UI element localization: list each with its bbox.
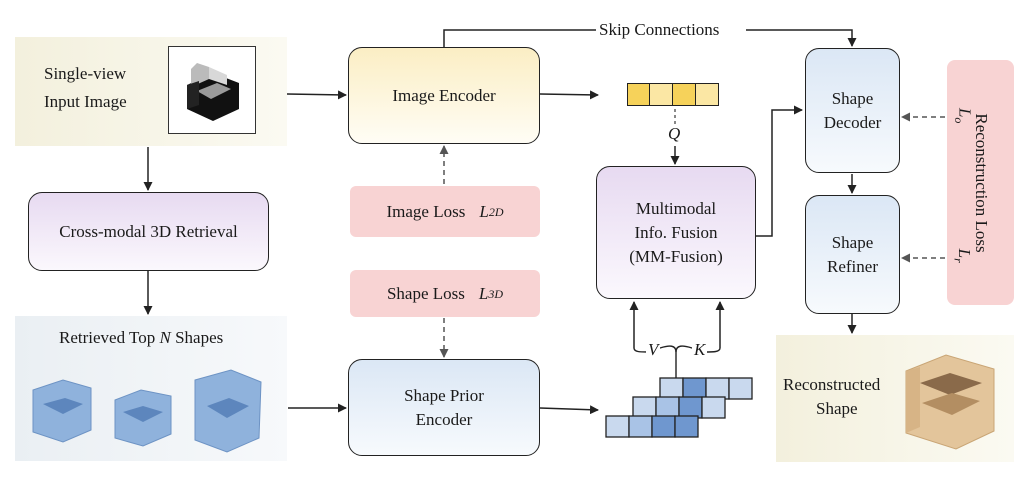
refiner-line1: Shape [831, 232, 874, 252]
shape-refiner-box: Shape Refiner [805, 195, 900, 314]
input-image-panel: Single-view Input Image [15, 37, 287, 146]
reconstruction-loss-box: Reconstruction Loss Lo Lr [947, 60, 1014, 305]
armchair-icon [187, 63, 239, 121]
image-loss-label: Image Loss [386, 201, 466, 221]
shape-loss-label: Shape Loss [386, 283, 465, 303]
v-label: V [646, 340, 661, 360]
retrieved-shapes-panel: Retrieved Top N Shapes [15, 316, 287, 461]
k-label: K [692, 340, 708, 360]
query-token [650, 83, 673, 106]
mm-fusion-box: Multimodal Info. Fusion (MM-Fusion) [596, 166, 756, 299]
decoder-line2: Decoder [823, 112, 882, 132]
retrieved-n: N [159, 328, 171, 347]
lr-symbol: Lr [950, 249, 973, 263]
input-image [168, 46, 256, 134]
reconstructed-line2: Shape [816, 399, 858, 418]
input-label-line1: Single-view [44, 64, 127, 83]
retrieved-label: Retrieved Top N Shapes [59, 328, 223, 348]
image-loss-sub: 2D [488, 204, 504, 219]
query-token [627, 83, 650, 106]
shape-prior-line2: Encoder [415, 409, 473, 429]
reconstruction-loss-label: Reconstruction Loss [971, 113, 991, 252]
query-token [673, 83, 696, 106]
image-loss-symbol: L [479, 201, 489, 221]
fusion-line3: (MM-Fusion) [629, 246, 723, 266]
image-encoder-box: Image Encoder [348, 47, 540, 144]
retrieved-prefix: Retrieved Top [59, 328, 160, 347]
lr-sub: r [951, 258, 966, 263]
shape-loss-symbol: L [478, 283, 489, 303]
retrieval-label: Cross-modal 3D Retrieval [59, 221, 238, 241]
q-label: Q [668, 124, 681, 143]
shape-decoder-box: Shape Decoder [805, 48, 900, 173]
retrieved-chairs-image [32, 369, 262, 453]
lo-sub: o [952, 117, 967, 124]
refiner-line2: Refiner [827, 256, 878, 276]
input-label-line2: Input Image [44, 92, 127, 111]
skip-connections-label: Skip Connections [599, 20, 720, 39]
retrieved-suffix: Shapes [170, 328, 224, 347]
fusion-line2: Info. Fusion [634, 222, 718, 242]
reconstructed-chair-image [905, 354, 995, 450]
decoder-line1: Shape [831, 88, 874, 108]
shape-prior-line1: Shape Prior [404, 385, 484, 405]
shape-loss-sub: 3D [488, 286, 504, 301]
shape-prior-encoder-box: Shape Prior Encoder [348, 359, 540, 456]
lo-symbol: Lo [951, 108, 974, 123]
fusion-line1: Multimodal [635, 198, 717, 218]
cross-modal-retrieval-box: Cross-modal 3D Retrieval [28, 192, 269, 271]
reconstructed-line1: Reconstructed [783, 375, 881, 394]
image-encoder-label: Image Encoder [392, 85, 496, 105]
query-tokens [627, 83, 719, 106]
recon-loss-text: Reconstruction Loss [971, 112, 991, 253]
query-token [696, 83, 719, 106]
reconstructed-shape-panel: Reconstructed Shape [776, 335, 1014, 462]
